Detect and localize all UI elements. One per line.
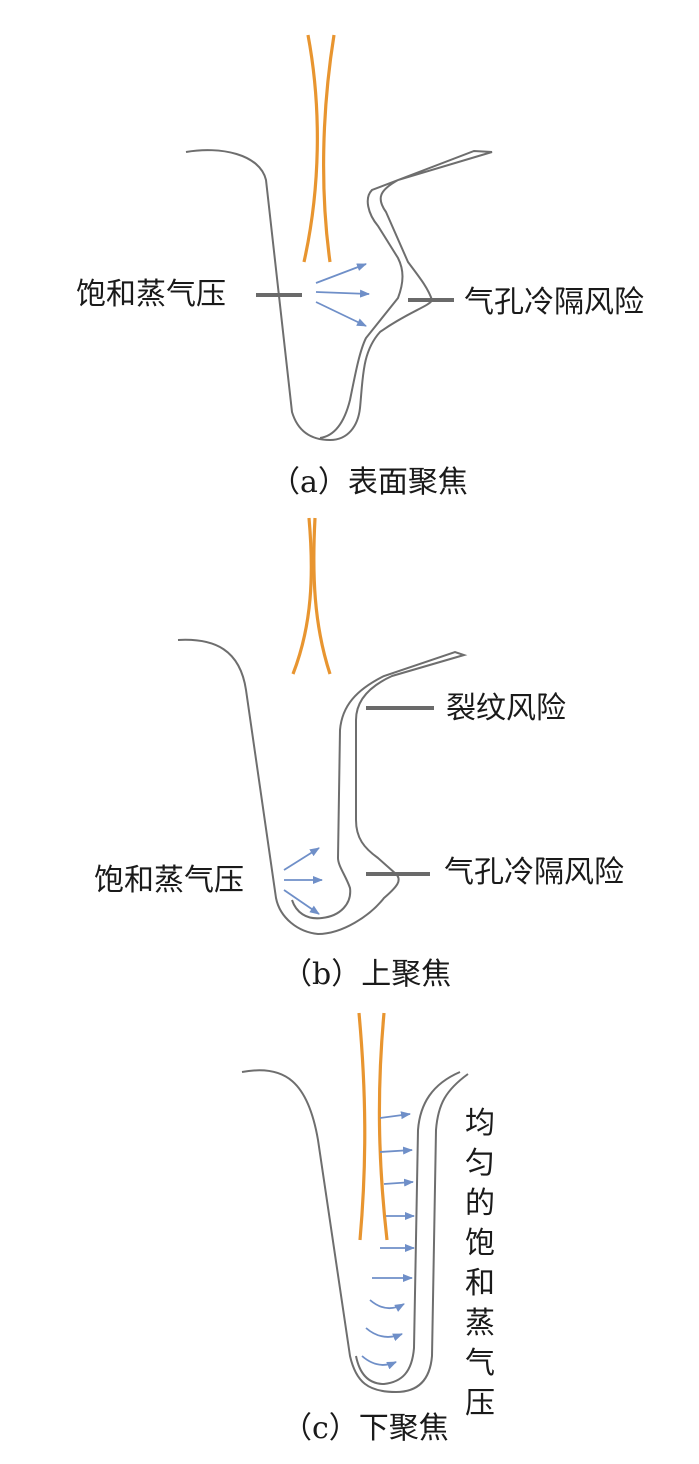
panel-b-vapor-arrow (283, 889, 320, 915)
panel-a-porosity-risk-label: 气孔冷隔风险 (464, 285, 644, 320)
panel-a (185, 34, 493, 442)
panel-a-caption: （a）表面聚焦 (270, 465, 468, 500)
panel-c-caption: （c）下聚焦 (282, 1411, 449, 1446)
panel-c-vapor-arrow-curved (365, 1327, 403, 1342)
panel-b-keyhole-outer-wall (177, 638, 468, 936)
panel-c-vapor-arrow-curved (361, 1355, 397, 1370)
panel-a-vapor-arrow (315, 301, 367, 327)
panel-c-laser-beam-right (377, 1012, 389, 1241)
panel-c-vapor-arrow (379, 1146, 413, 1155)
panel-c-vapor-arrow (379, 1111, 411, 1120)
panel-b (177, 517, 468, 936)
panel-b-crack-risk-label: 裂纹风险 (446, 691, 566, 726)
panel-a-laser-beam-right (321, 34, 336, 263)
panel-c-uniform-vapor-pressure-label: 均匀的饱和蒸气压 (465, 1106, 495, 1421)
panel-b-laser-beam-right (312, 517, 332, 675)
panel-b-vapor-arrow (283, 847, 320, 871)
panel-c-keyhole-outer-wall (241, 1069, 469, 1394)
panel-c-vapor-arrow-curved (369, 1299, 405, 1312)
panel-c (241, 1012, 469, 1394)
panel-c-laser-beam-left (357, 1012, 367, 1241)
panel-c-keyhole-inner-wall (355, 1071, 461, 1386)
panel-a-vapor-arrow (315, 263, 367, 284)
panel-b-saturated-vapor-pressure-label: 饱和蒸气压 (94, 863, 244, 898)
panel-b-caption: （b）上聚焦 (282, 957, 452, 992)
panel-a-vapor-arrow (315, 289, 370, 298)
panel-c-vapor-arrow (383, 1178, 414, 1187)
panel-a-keyhole-outer-wall (185, 149, 493, 442)
panel-a-saturated-vapor-pressure-label: 饱和蒸气压 (76, 277, 226, 312)
panel-b-laser-beam-left (291, 517, 313, 675)
panel-a-laser-beam-left (302, 34, 319, 263)
panel-b-porosity-risk-label: 气孔冷隔风险 (444, 855, 624, 890)
